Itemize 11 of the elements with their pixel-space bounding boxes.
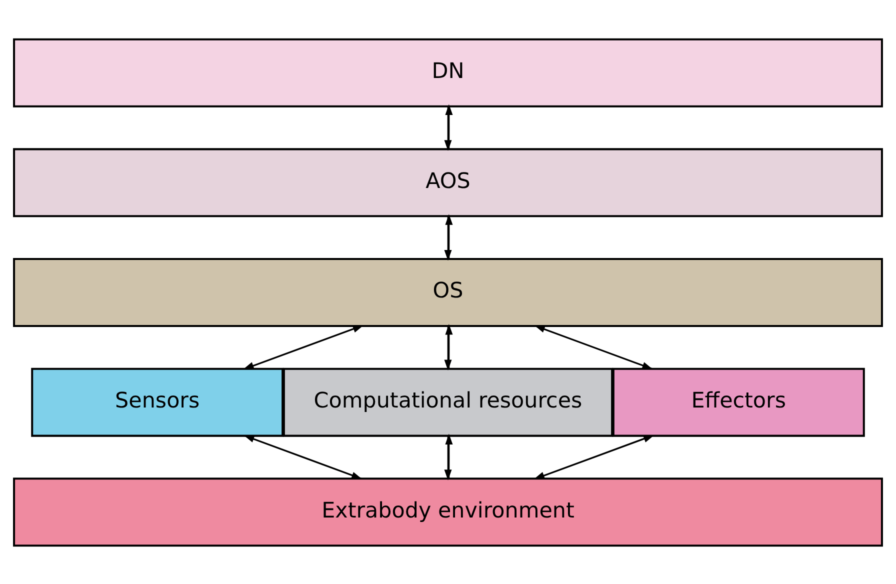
arrow (445, 104, 453, 148)
arrow (445, 323, 453, 368)
node-box: Sensors (31, 367, 284, 436)
node-box: DN (13, 38, 883, 107)
node-box: AOS (13, 148, 883, 217)
node-box: Effectors (612, 367, 865, 436)
arrow (445, 214, 453, 258)
node-box: Extrabody environment (13, 477, 883, 546)
node-box: OS (13, 258, 883, 326)
arrow (445, 433, 453, 478)
node-box: Computational resources (282, 367, 614, 436)
